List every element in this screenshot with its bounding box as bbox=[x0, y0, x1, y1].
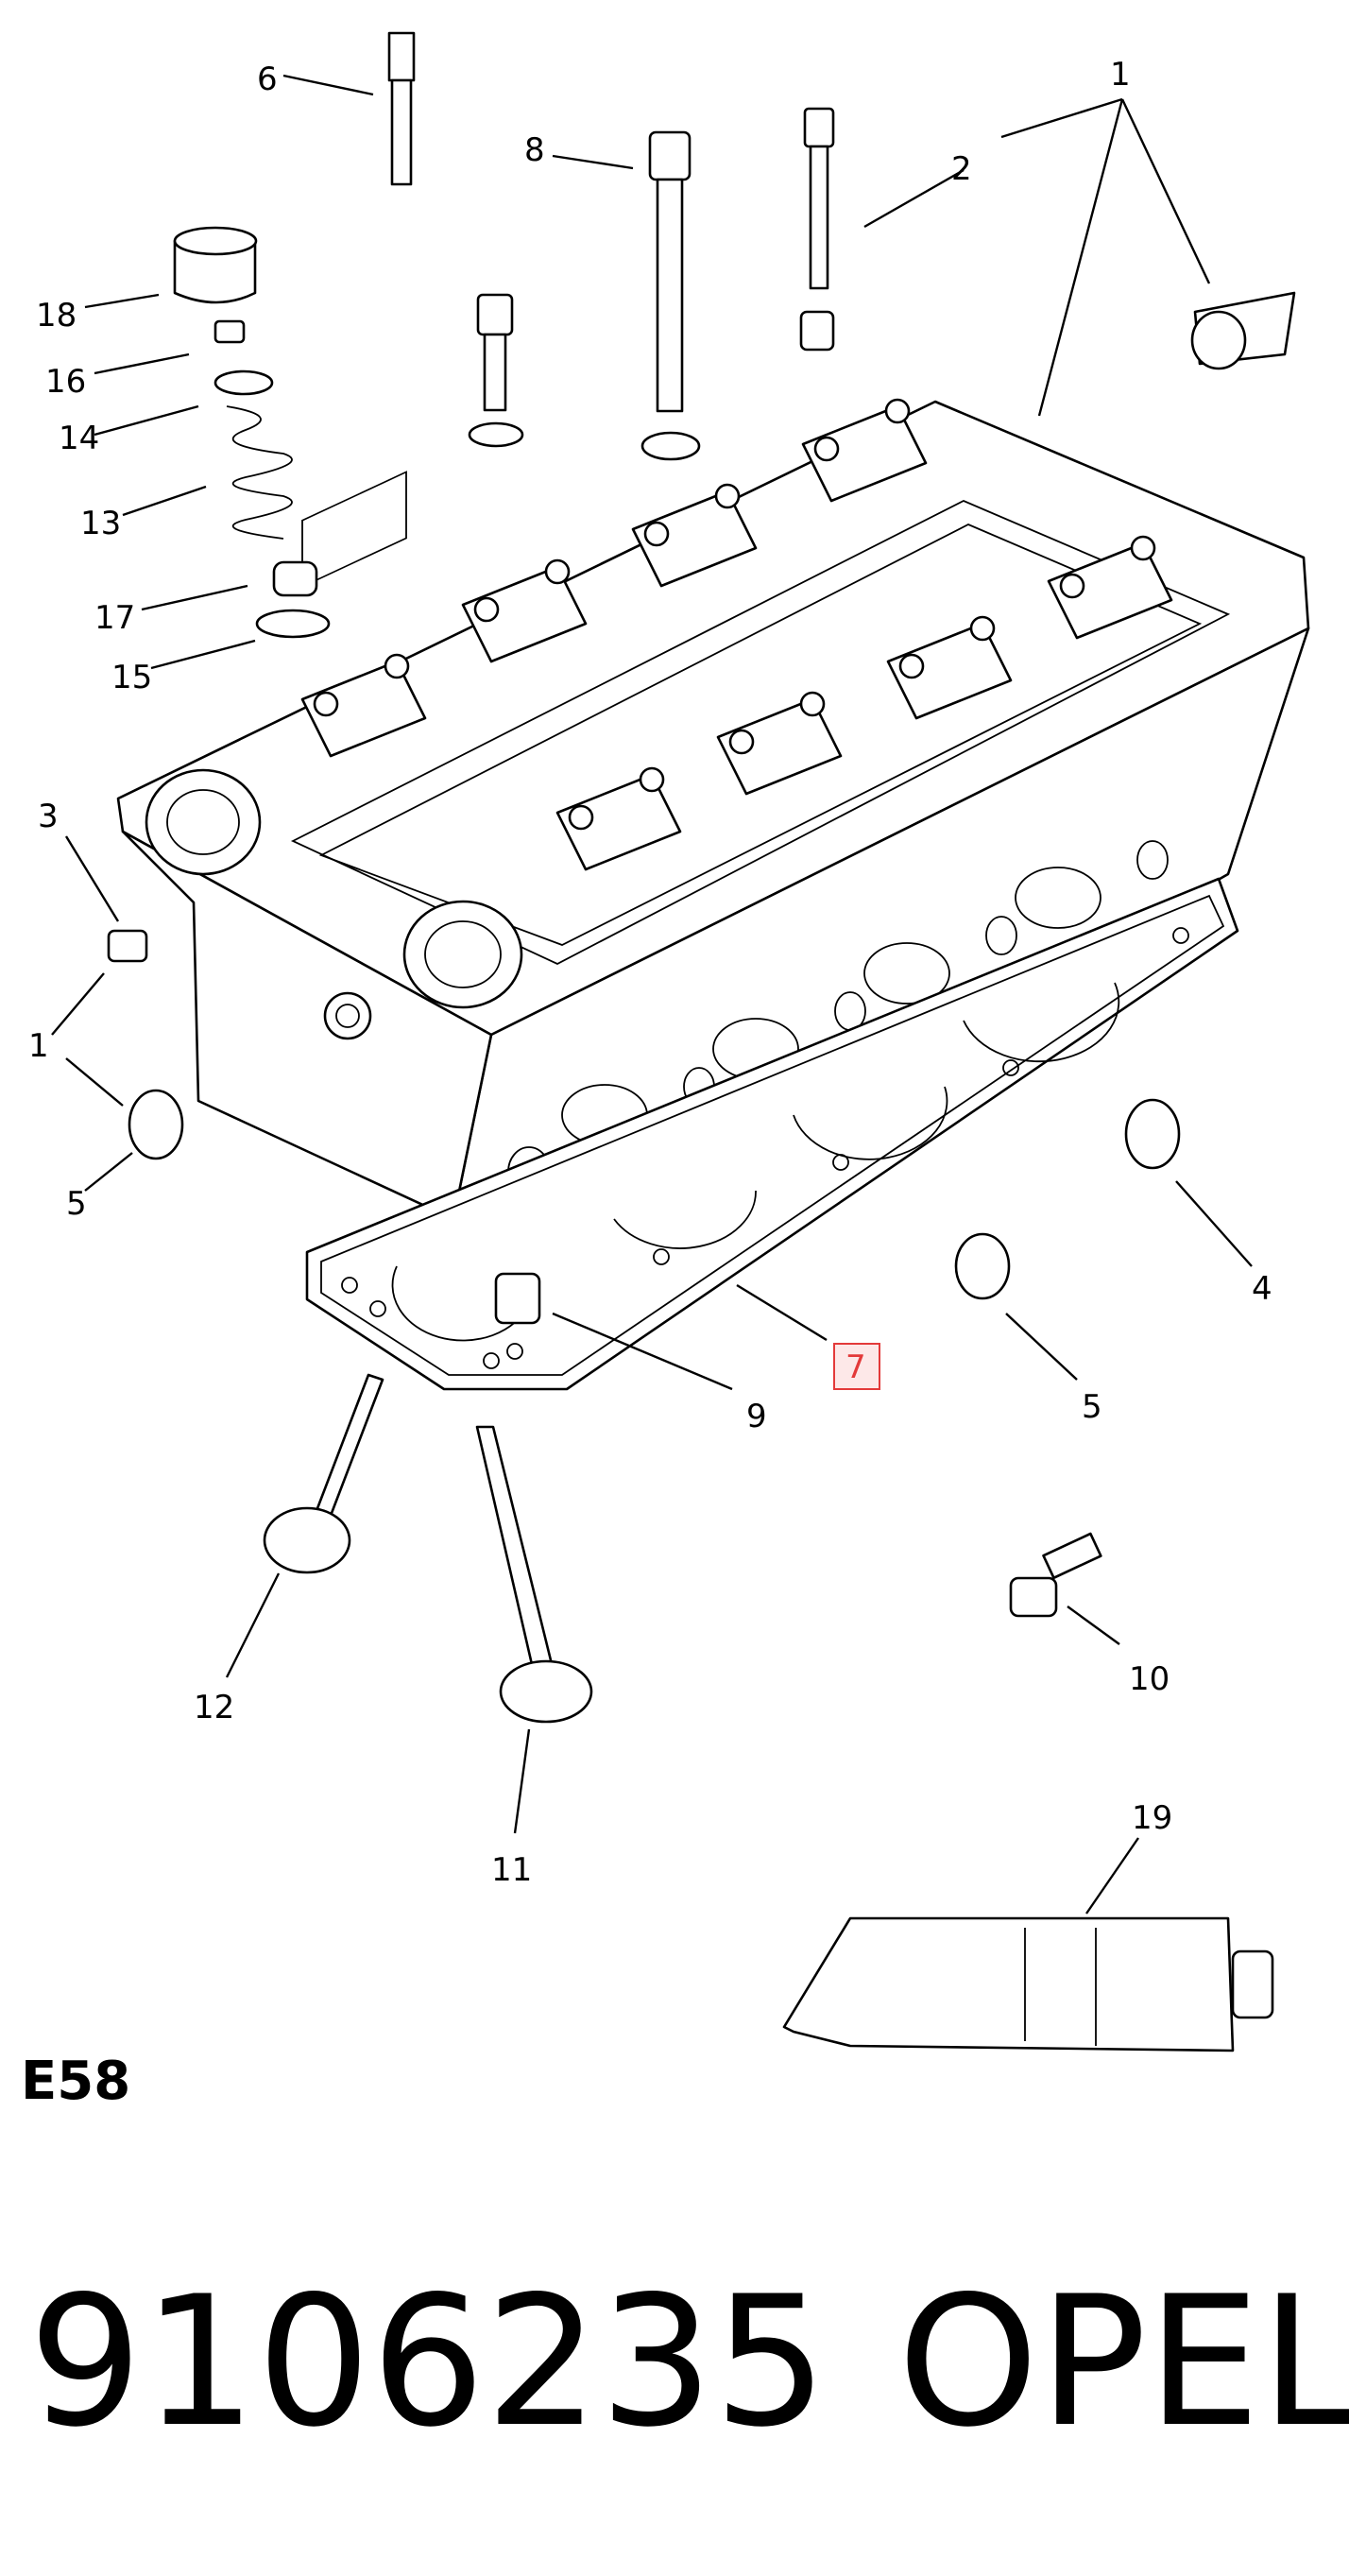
callout-2: 2 bbox=[951, 150, 972, 188]
brand-name: OPEL bbox=[897, 2258, 1349, 2466]
head-gasket bbox=[305, 877, 1239, 1391]
callout-13: 13 bbox=[80, 505, 121, 542]
callout-17: 17 bbox=[94, 599, 135, 637]
callout-3: 3 bbox=[38, 798, 59, 835]
short-bolt bbox=[468, 293, 524, 448]
part-11-valve bbox=[475, 1425, 593, 1724]
diagram-code: E58 bbox=[21, 2051, 131, 2112]
part-2-bolt bbox=[799, 107, 835, 352]
part-12-valve bbox=[263, 1373, 384, 1574]
part-5-plug-right bbox=[954, 1232, 1011, 1300]
callout-7: 7 bbox=[845, 1348, 866, 1386]
leader-lines bbox=[51, 74, 1253, 1915]
callout-1-top: 1 bbox=[1110, 56, 1131, 94]
part-8-bolt bbox=[640, 130, 701, 461]
part-1-sleeve bbox=[1190, 291, 1296, 370]
part-4-plug bbox=[1124, 1098, 1181, 1170]
part-3-plug bbox=[107, 929, 148, 963]
callout-5-left: 5 bbox=[66, 1185, 87, 1223]
callout-6: 6 bbox=[257, 60, 278, 98]
part-6-bolt bbox=[387, 31, 416, 186]
cylinder-head bbox=[116, 398, 1310, 1249]
callout-12: 12 bbox=[194, 1689, 234, 1726]
callout-10: 10 bbox=[1129, 1660, 1170, 1698]
callout-18: 18 bbox=[36, 297, 77, 335]
callout-19: 19 bbox=[1132, 1799, 1172, 1837]
valve-spring-stack bbox=[173, 226, 331, 639]
callout-14: 14 bbox=[59, 420, 99, 457]
callout-4: 4 bbox=[1252, 1270, 1272, 1308]
part-number: 9106235 bbox=[28, 2258, 828, 2466]
callout-7-highlight[interactable]: 7 bbox=[833, 1343, 880, 1390]
part-5-plug-left bbox=[128, 1089, 184, 1160]
callout-11: 11 bbox=[491, 1851, 532, 1889]
callout-9: 9 bbox=[746, 1398, 767, 1435]
callout-1-left: 1 bbox=[28, 1027, 49, 1065]
footer: 9106235 OPEL bbox=[28, 2258, 1349, 2466]
callout-16: 16 bbox=[45, 363, 86, 401]
part-19-sealant-tube bbox=[782, 1916, 1274, 2052]
callout-8: 8 bbox=[524, 131, 545, 169]
callout-5-right: 5 bbox=[1082, 1388, 1102, 1426]
part-10-bolt bbox=[1009, 1532, 1102, 1618]
callout-15: 15 bbox=[111, 659, 152, 696]
part-9-dowel bbox=[494, 1272, 541, 1325]
